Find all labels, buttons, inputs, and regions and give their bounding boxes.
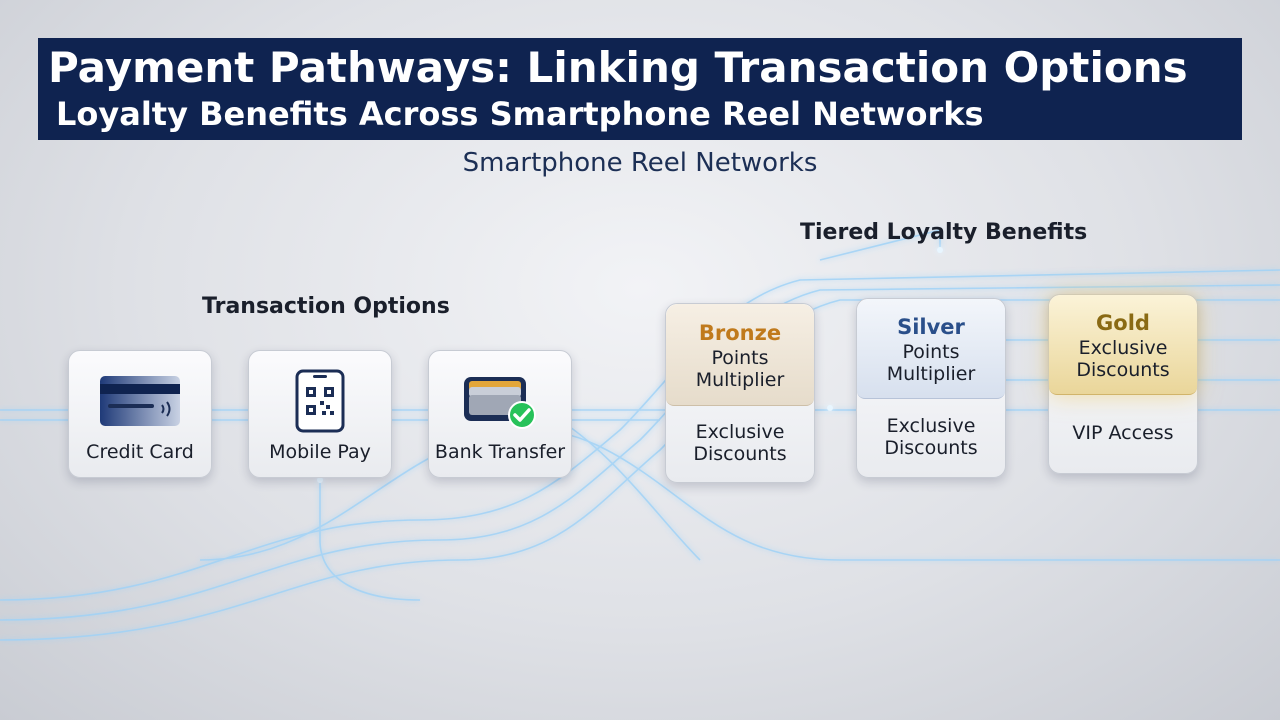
tier-gold-benefit-line: VIP Access [1072,422,1174,444]
network-node [937,247,943,253]
tier-silver-header: Silver Points Multiplier [857,299,1005,399]
bank-transfer-option[interactable]: Bank Transfer [428,350,572,478]
qr-phone-icon [249,369,391,433]
tier-card-silver[interactable]: Silver Points Multiplier Exclusive Disco… [856,298,1006,478]
subtitle: Smartphone Reel Networks [462,148,818,178]
tier-gold-benefit-line: Discounts [1076,358,1170,381]
network-line [559,419,701,561]
network-node [317,477,323,483]
mobile-pay-label: Mobile Pay [269,441,371,463]
tier-bronze-benefit-line: Multiplier [695,368,785,391]
tier-name-gold: Gold [1096,310,1150,335]
network-node [827,405,833,411]
tier-bronze-benefit-line: Exclusive [695,421,785,443]
tier-gold-body: VIP Access [1049,393,1197,473]
tier-bronze-benefit-line: Discounts [693,443,787,465]
tier-card-bronze[interactable]: Bronze Points Multiplier Exclusive Disco… [665,303,815,483]
tier-silver-benefit-line: Points [902,340,960,363]
loyalty-benefits-heading: Tiered Loyalty Benefits [800,220,1088,245]
tier-silver-benefit-line: Discounts [884,437,978,459]
credit-card-icon [69,371,211,431]
tier-silver-body: Exclusive Discounts [857,397,1005,477]
tier-silver-benefit-line: Multiplier [886,362,976,385]
tier-silver-benefit-line: Exclusive [886,415,976,437]
tier-name-silver: Silver [897,314,965,339]
credit-card-option[interactable]: Credit Card [68,350,212,478]
bank-transfer-label: Bank Transfer [434,441,566,463]
credit-card-label: Credit Card [86,441,194,463]
title-line-2: Loyalty Benefits Across Smartphone Reel … [56,95,984,133]
tier-bronze-header: Bronze Points Multiplier [666,304,814,406]
tier-bronze-body: Exclusive Discounts [666,404,814,482]
tier-name-bronze: Bronze [698,320,782,345]
network-line [819,228,941,261]
wallet-check-icon [429,371,571,431]
title-line-1: Payment Pathways: Linking Transaction Op… [48,43,1188,92]
tier-card-gold[interactable]: Gold Exclusive Discounts VIP Access [1048,294,1198,474]
tier-gold-header: Gold Exclusive Discounts [1049,295,1197,395]
tier-bronze-benefit-line: Points [711,346,769,369]
mobile-pay-option[interactable]: Mobile Pay [248,350,392,478]
tier-gold-benefit-line: Exclusive [1078,336,1168,359]
network-line [319,480,421,601]
title-banner: Payment Pathways: Linking Transaction Op… [38,38,1242,140]
transaction-options-heading: Transaction Options [202,294,450,319]
